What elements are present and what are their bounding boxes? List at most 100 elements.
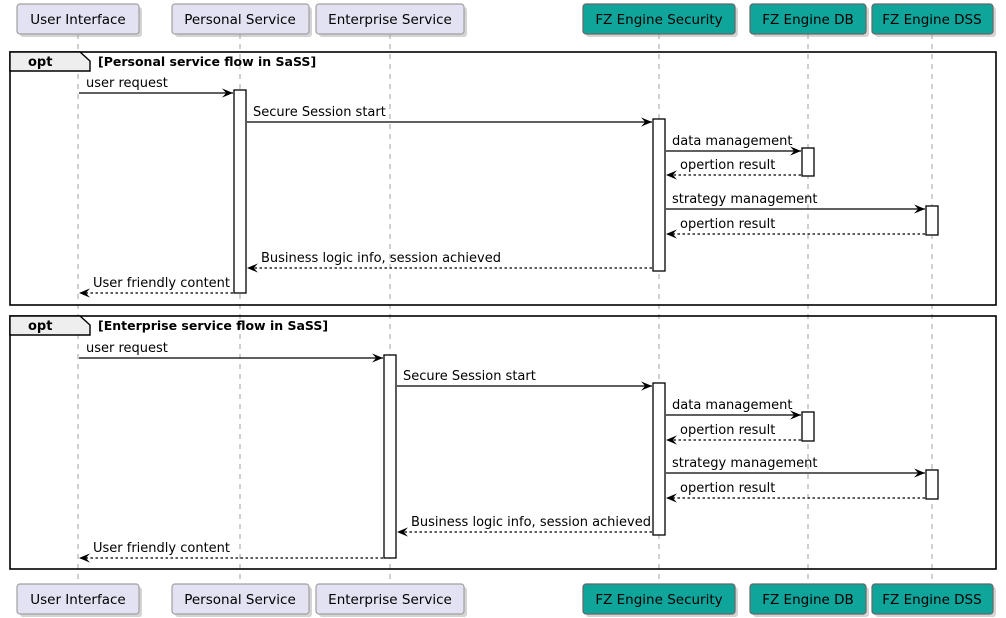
- message-m12: opertion result: [666, 423, 801, 445]
- fragment-tab: [9, 51, 91, 72]
- message-arrowhead: [790, 410, 801, 420]
- activation-bar-security: [652, 118, 666, 272]
- participant-personal-top[interactable]: Personal Service: [171, 3, 312, 37]
- message-label: opertion result: [680, 158, 775, 173]
- participant-box[interactable]: [171, 3, 310, 35]
- message-m16: User friendly content: [79, 541, 383, 563]
- participant-box[interactable]: [16, 583, 140, 615]
- activation-bar-dss: [925, 469, 939, 500]
- message-m10: Secure Session start: [397, 369, 652, 391]
- message-arrowhead: [79, 553, 90, 563]
- message-arrowhead: [914, 204, 925, 214]
- participant-label: User Interface: [30, 592, 126, 608]
- participant-security-bottom[interactable]: FZ Engine Security: [582, 583, 738, 617]
- participant-personal-bottom[interactable]: Personal Service: [171, 583, 312, 617]
- message-label: opertion result: [680, 423, 775, 438]
- message-label: opertion result: [680, 217, 775, 232]
- message-arrowhead: [222, 88, 233, 98]
- message-m13: strategy management: [666, 456, 925, 478]
- participant-db-top[interactable]: FZ Engine DB: [749, 3, 869, 37]
- message-m11: data management: [666, 398, 801, 420]
- message-label: data management: [672, 134, 793, 149]
- message-arrowhead: [397, 527, 408, 537]
- message-m5: strategy management: [666, 192, 925, 214]
- activation-bar-dss: [925, 205, 939, 236]
- participant-enterprise-top[interactable]: Enterprise Service: [315, 3, 467, 37]
- fragment-border: [9, 51, 997, 306]
- message-m4: opertion result: [666, 158, 801, 180]
- message-label: User friendly content: [93, 276, 230, 291]
- message-label: Secure Session start: [403, 369, 536, 384]
- participant-box[interactable]: [749, 3, 867, 35]
- participant-box[interactable]: [582, 583, 736, 615]
- message-label: strategy management: [672, 192, 817, 207]
- participant-label: Enterprise Service: [328, 592, 452, 608]
- fragment-opt-personal: opt [Personal service flow in SaSS]: [9, 51, 997, 306]
- fragment-tab: [9, 315, 91, 336]
- message-label: data management: [672, 398, 793, 413]
- message-arrowhead: [372, 353, 383, 363]
- message-label: Business logic info, session achieved: [411, 515, 651, 530]
- participant-box[interactable]: [582, 3, 736, 35]
- message-m6: opertion result: [666, 217, 925, 239]
- message-arrowhead: [666, 170, 677, 180]
- participant-dss-top[interactable]: FZ Engine DSS: [871, 3, 996, 37]
- activation-bar-enterprise: [383, 354, 397, 559]
- activation-bar-personal: [233, 89, 247, 294]
- participant-box[interactable]: [16, 3, 140, 35]
- participant-box[interactable]: [749, 583, 867, 615]
- message-m2: Secure Session start: [247, 105, 652, 127]
- participant-label: User Interface: [30, 12, 126, 28]
- participant-enterprise-bottom[interactable]: Enterprise Service: [315, 583, 467, 617]
- participant-ui-bottom[interactable]: User Interface: [16, 583, 142, 617]
- fragment-condition: [Personal service flow in SaSS]: [98, 54, 316, 69]
- participant-label: FZ Engine DB: [762, 592, 854, 608]
- fragment-condition: [Enterprise service flow in SaSS]: [98, 318, 328, 333]
- message-label: Secure Session start: [253, 105, 386, 120]
- fragment-keyword: opt: [28, 319, 52, 334]
- message-label: user request: [86, 76, 168, 91]
- message-label: Business logic info, session achieved: [261, 251, 501, 266]
- participant-box[interactable]: [171, 583, 310, 615]
- participant-box[interactable]: [871, 3, 994, 35]
- message-label: strategy management: [672, 456, 817, 471]
- message-m8: User friendly content: [79, 276, 233, 298]
- message-arrowhead: [79, 288, 90, 298]
- participant-box[interactable]: [315, 3, 465, 35]
- message-m1: user request: [79, 76, 233, 98]
- participant-dss-bottom[interactable]: FZ Engine DSS: [871, 583, 996, 617]
- participant-label: FZ Engine Security: [595, 12, 722, 28]
- participant-label: FZ Engine DB: [762, 12, 854, 28]
- participant-security-top[interactable]: FZ Engine Security: [582, 3, 738, 37]
- message-m14: opertion result: [666, 481, 925, 503]
- message-label: User friendly content: [93, 541, 230, 556]
- participant-label: Personal Service: [184, 592, 296, 608]
- participant-ui-top[interactable]: User Interface: [16, 3, 142, 37]
- participant-label: FZ Engine Security: [595, 592, 722, 608]
- fragment-opt-enterprise: opt [Enterprise service flow in SaSS]: [9, 315, 997, 570]
- message-arrowhead: [666, 493, 677, 503]
- participants-footer-group: User Interface Personal Service Enterprise…: [16, 583, 996, 617]
- participant-box[interactable]: [871, 583, 994, 615]
- activation-bar-security: [652, 382, 666, 536]
- participant-label: Enterprise Service: [328, 12, 452, 28]
- message-arrowhead: [641, 117, 652, 127]
- message-label: user request: [86, 341, 168, 356]
- participants-header-group: User Interface Personal Service Enterprise…: [16, 3, 996, 37]
- message-arrowhead: [247, 263, 258, 273]
- participant-box[interactable]: [315, 583, 465, 615]
- message-m3: data management: [666, 134, 801, 156]
- fragments-group: opt [Personal service flow in SaSS] opt [En…: [9, 51, 997, 570]
- activations-group: [233, 89, 939, 559]
- fragment-keyword: opt: [28, 55, 52, 70]
- activation-bar-db: [801, 147, 815, 177]
- message-m15: Business logic info, session achieved: [397, 515, 652, 537]
- message-label: opertion result: [680, 481, 775, 496]
- participant-label: FZ Engine DSS: [882, 592, 981, 608]
- participant-label: FZ Engine DSS: [882, 12, 981, 28]
- message-arrowhead: [914, 468, 925, 478]
- participant-db-bottom[interactable]: FZ Engine DB: [749, 583, 869, 617]
